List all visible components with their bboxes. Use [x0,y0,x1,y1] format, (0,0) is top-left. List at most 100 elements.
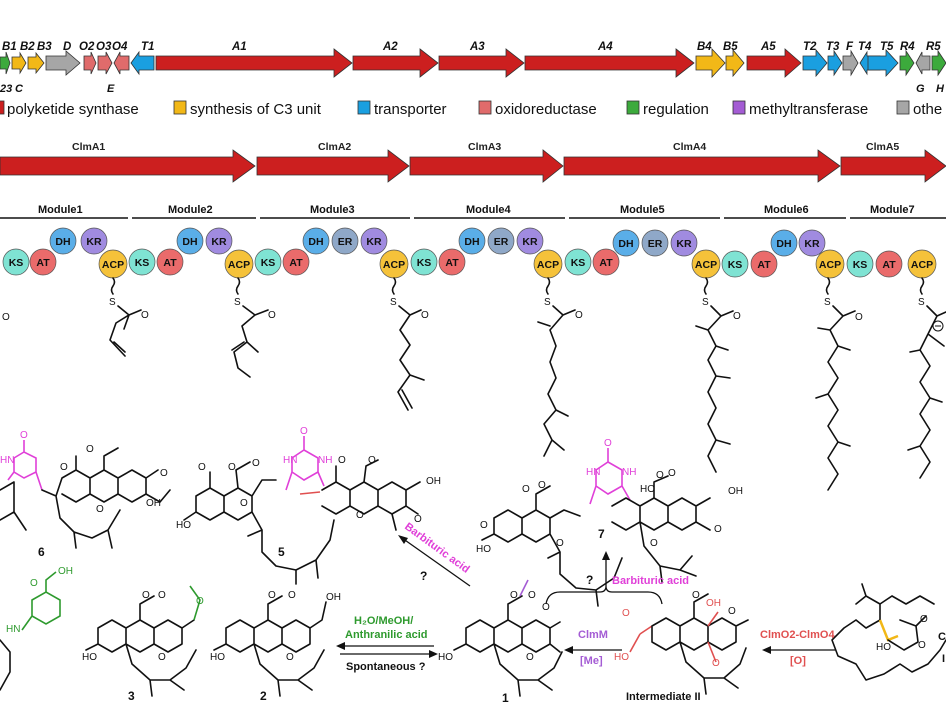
protein-clma5 [840,149,946,183]
domain-circle [438,248,466,276]
reaction-label-barbituric-2: Barbituric acid [612,575,689,587]
protein-clma4 [563,149,841,183]
domain-dh: DH [302,227,330,255]
atom-o: O [421,310,429,321]
module-label: Module5 [620,204,665,216]
legend-swatch-other [896,100,910,115]
atom-ho: HO [476,544,491,555]
atom-ho: HO [438,652,453,663]
domain-label: ER [494,236,509,248]
atom-o: O [480,520,488,531]
domain-dh: DH [49,227,77,255]
domain-at: AT [29,248,57,276]
domain-kr: KR [360,227,388,255]
thioester-chain-5: S O [695,277,741,473]
domain-circle [516,227,544,255]
domain-circle [410,248,438,276]
atom-o: O [141,310,149,321]
domain-label: KS [135,257,150,269]
atom-oh: OH [728,486,743,497]
domain-label: AT [36,257,50,269]
compound-3: HO O O O O [82,585,204,697]
atom-s: S [824,297,831,308]
legend-swatch-oxidoreductase [478,100,492,115]
domain-label: AT [599,257,613,269]
atom-hn: HN [6,624,20,635]
reaction-label-barbituric-1: Barbituric acid [402,521,471,576]
domain-circle [331,227,359,255]
atom-o: O [622,608,630,619]
atom-hn: HN [283,455,297,466]
domain-label: AT [163,257,177,269]
atom-ho: HO [82,652,97,663]
compound-label: 3 [128,689,135,703]
atom-o: O [728,606,736,617]
domain-ks: KS [721,250,749,278]
atom-o: O [2,312,10,323]
atom-o: O [510,590,518,601]
atom-hn: HN [0,455,14,466]
atom-o: O [656,470,664,481]
atom-oh: OH [146,498,161,509]
domain-er: ER [487,227,515,255]
atom-o: O [556,538,564,549]
protein-label: ClmA5 [866,141,899,153]
atom-ho: HO [876,642,891,653]
gene-b1 [0,51,11,75]
domain-circle [29,248,57,276]
domain-circle [770,229,798,257]
domain-circle [205,227,233,255]
gene-t3 [827,49,843,77]
legend-swatch-transporter [357,100,371,115]
gene-label: A2 [382,41,398,53]
domain-label: KS [9,257,24,269]
domain-label: ACP [911,259,933,271]
atom-o: O [252,458,260,469]
reaction-label-partial-i: I [942,653,945,665]
atom-o: O [575,310,583,321]
module-label: Module7 [870,204,915,216]
gene-label: B5 [723,41,738,53]
compound-label: 6 [38,545,45,559]
domain-circle [2,248,30,276]
domain-circle [360,227,388,255]
atom-o: O [538,480,546,491]
atom-o: O [712,658,720,669]
atom-ho: HO [614,652,629,663]
atom-oh: OH [58,566,73,577]
domain-kr: KR [670,229,698,257]
domain-label: DH [55,236,70,248]
domain-label: KS [261,257,276,269]
atom-o: O [268,590,276,601]
gene-sublabel: C [15,83,24,95]
domain-label: ACP [819,259,841,271]
domain-label: DH [182,236,197,248]
domain-circle [80,227,108,255]
modules: Module1 Module2 Module3 Module4 Module5 … [0,204,946,219]
domain-at: AT [156,248,184,276]
domain-ks: KS [564,248,592,276]
legend-swatch-pks [0,100,5,115]
domain-circle [612,229,640,257]
atom-o: O [526,652,534,663]
domain-label: DH [464,236,479,248]
gene-r4 [899,49,915,77]
domain-circle [302,227,330,255]
legend-swatch-regulation [626,100,640,115]
compound-3-left-fragment: OH O HN [0,566,73,691]
legend-label: othe [913,101,942,118]
atom-o: O [368,455,376,466]
domain-label: KS [417,257,432,269]
domain-label: KR [211,236,227,248]
domain-acp: ACP [533,249,563,279]
domain-er: ER [641,229,669,257]
gene-sublabel: G [916,83,925,95]
gene-b2 [11,51,27,75]
compound-label: Intermediate II [626,691,701,703]
gene-r5 [931,49,946,77]
atom-o: O [240,498,248,509]
domain-circle [875,250,903,278]
domain-label: AT [757,259,771,271]
